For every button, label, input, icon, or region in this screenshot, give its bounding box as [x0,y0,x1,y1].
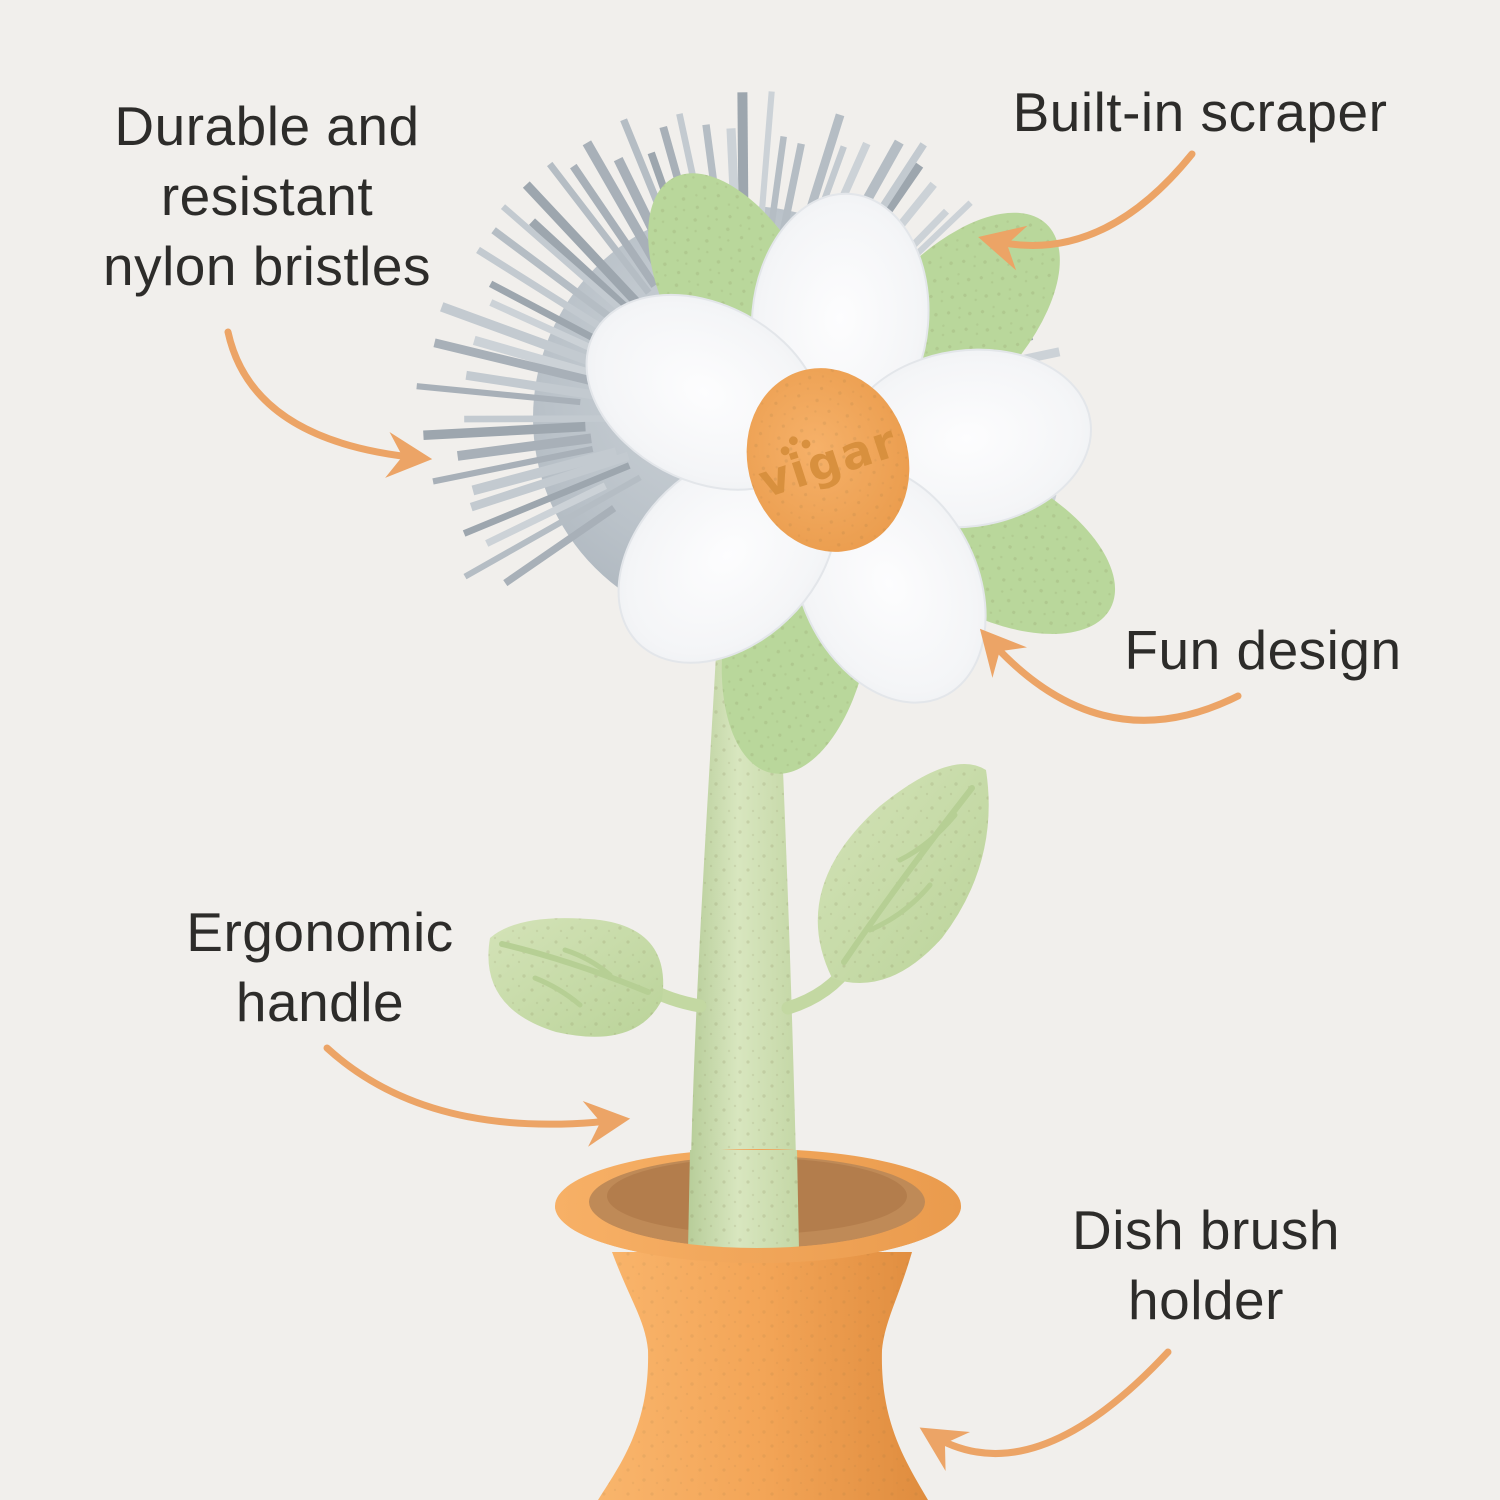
annotation-arrows [224,150,1242,1471]
label-built-in-scraper: Built-in scraper [1012,81,1388,143]
arrow-to-flower [979,628,1242,724]
left-leaf [488,918,707,1037]
label-nylon-bristles: Durable and resistant nylon bristles [103,95,431,297]
vase-holder [555,1149,961,1500]
flower-center: vigar [723,346,933,574]
label-fun-design: Fun design [1124,619,1402,681]
arrow-to-holder [919,1348,1172,1471]
label-ergonomic-handle: Ergonomic handle [186,901,454,1033]
label-dish-brush-holder: Dish brush holder [1072,1199,1340,1331]
arrow-to-bristles [224,328,433,478]
arrow-to-scraper [978,150,1196,271]
vase-rim-front-lip [555,1202,961,1263]
arrow-to-handle [323,1044,631,1147]
right-leaf [781,763,989,1015]
